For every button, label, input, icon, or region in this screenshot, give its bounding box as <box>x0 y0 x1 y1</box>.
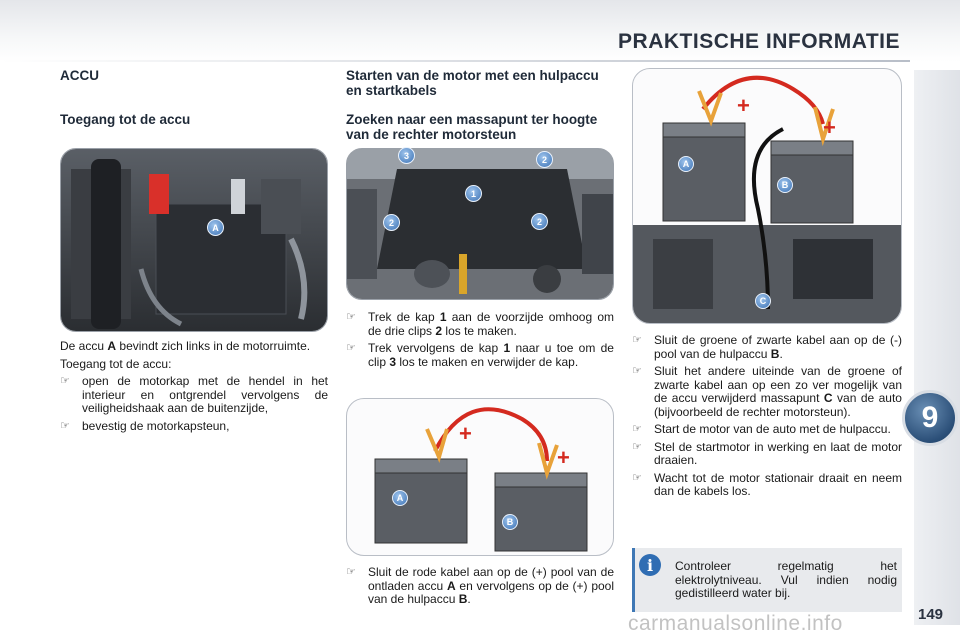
battery-label-a: A <box>678 156 694 172</box>
battery-compartment-photo <box>60 148 328 332</box>
info-note-box: i Controleer regelmatig het elektrolytni… <box>632 548 902 612</box>
text-fragment: Trek de kap <box>368 310 435 324</box>
list-item: ☞ open de motorkap met de hendel in het … <box>60 374 328 416</box>
bold-fragment: B <box>458 592 468 606</box>
section-heading-starten: Starten van de motor met een hulpaccu en… <box>346 68 599 98</box>
bold-fragment: 3 <box>389 354 397 369</box>
list-item-text: Sluit de rode kabel aan op de (+) pool v… <box>368 565 615 607</box>
list-item-text: Sluit het andere uiteinde van de groene … <box>654 364 902 419</box>
text-fragment: Sluit de rode kabel aan op de (+) pool v… <box>368 565 614 593</box>
bold-fragment: B <box>770 346 780 361</box>
list-item: ☞ Sluit de rode kabel aan op de (+) pool… <box>346 565 615 607</box>
text-fragment: Trek vervolgens de kap <box>368 341 499 355</box>
text-fragment: . <box>467 592 471 606</box>
para-battery-location: De accu A bevindt zich links in de motor… <box>60 339 328 354</box>
list-item-text: Sluit de groene of zwarte kabel aan op d… <box>654 333 902 361</box>
chapter-badge[interactable]: 9 <box>902 390 958 446</box>
bold-fragment: 1 <box>439 310 447 324</box>
bullet-marker-icon: ☞ <box>346 311 356 323</box>
page-header-title: PRAKTISCHE INFORMATIE <box>618 30 900 53</box>
clip-label-2-right: 2 <box>531 213 548 230</box>
clip-label-2-top: 2 <box>536 151 553 168</box>
bullet-marker-icon: ☞ <box>632 423 642 435</box>
text-fragment: Sluit de groene of zwarte kabel aan op d… <box>654 333 902 361</box>
watermark: carmanualsonline.info <box>628 612 843 635</box>
list-item: ☞ bevestig de motorkapsteun, <box>60 418 328 434</box>
list-item: ☞ Stel de startmotor in werking en laat … <box>632 439 902 468</box>
list-item-text: Wacht tot de motor stationair draait en … <box>654 470 902 498</box>
svg-text:+: + <box>557 445 570 470</box>
page-number: 149 <box>918 606 944 623</box>
subheading-toegang: Toegang tot de accu <box>60 112 191 127</box>
svg-text:+: + <box>823 115 836 140</box>
col1-body: De accu A bevindt zich links in de motor… <box>60 339 328 437</box>
col2-body-top: ☞ Trek de kap 1 aan de voorzijde omhoog … <box>346 310 614 373</box>
text-fragment: bevindt zich links in de motorruimte. <box>119 339 311 353</box>
bold-fragment: A <box>107 339 117 353</box>
text-fragment: Sluit het andere uiteinde van de groene … <box>654 364 902 405</box>
list-item: ☞ Trek vervolgens de kap 1 naar u toe om… <box>346 341 614 369</box>
battery-label-b: B <box>502 514 518 530</box>
clip-label-2-left: 2 <box>383 214 400 231</box>
text-fragment: los te maken. <box>445 323 517 338</box>
section-heading-accu: ACCU <box>60 68 99 83</box>
list-item: ☞ Start de motor van de auto met de hulp… <box>632 422 902 437</box>
list-item: ☞ Wacht tot de motor stationair draait e… <box>632 470 902 499</box>
bold-fragment: A <box>446 578 456 593</box>
col2-body-bottom: ☞ Sluit de rode kabel aan op de (+) pool… <box>346 565 615 611</box>
bold-fragment: 1 <box>503 341 511 355</box>
bullet-marker-icon: ☞ <box>60 375 70 387</box>
battery-label-a: A <box>207 219 224 236</box>
text-fragment: De accu <box>60 339 105 353</box>
text-fragment: aan de voorzijde omhoog om de drie clips <box>368 310 614 338</box>
bullet-marker-icon: ☞ <box>60 419 70 432</box>
list-item: ☞ Sluit het andere uiteinde van de groen… <box>632 364 902 419</box>
list-item-text: Trek vervolgens de kap 1 naar u toe om d… <box>368 341 614 369</box>
text-fragment: . <box>779 346 783 361</box>
list-item-text: open de motorkap met de hendel in het in… <box>82 374 328 415</box>
list-item: ☞ Trek de kap 1 aan de voorzijde omhoog … <box>346 310 614 338</box>
para-access: Toegang tot de accu: <box>60 356 172 371</box>
bullet-marker-icon: ☞ <box>632 334 642 346</box>
cable-connection-illustration: + + <box>632 68 902 324</box>
bullet-marker-icon: ☞ <box>346 566 356 578</box>
svg-text:+: + <box>737 93 750 118</box>
header-rule <box>0 60 910 62</box>
bullet-marker-icon: ☞ <box>632 440 642 453</box>
text-fragment: los te maken en verwijder de kap. <box>399 354 579 369</box>
svg-text:+: + <box>459 421 472 446</box>
text-fragment: naar u toe om de clip <box>368 341 614 369</box>
bullet-marker-icon: ☞ <box>346 342 356 354</box>
battery-label-b: B <box>777 177 793 193</box>
side-tab-strip <box>914 70 960 625</box>
list-item: ☞ Sluit de groene of zwarte kabel aan op… <box>632 333 902 361</box>
cover-label-1: 1 <box>465 185 482 202</box>
list-item-text: Stel de startmotor in werking en laat de… <box>654 439 902 467</box>
list-item-text: bevestig de motorkapsteun, <box>82 418 230 433</box>
bold-fragment: C <box>823 391 833 405</box>
header-band <box>0 0 960 62</box>
list-item-text: Trek de kap 1 aan de voorzijde omhoog om… <box>368 310 614 338</box>
info-note-text: Controleer regelmatig het elektrolytnive… <box>675 559 897 600</box>
text-fragment: van de auto (bijvoorbeeld de rechter mot… <box>654 391 902 419</box>
ground-point-label-c: C <box>755 293 771 309</box>
info-icon: i <box>639 554 661 576</box>
bullet-marker-icon: ☞ <box>632 471 642 484</box>
text-fragment: en vervolgens op de (+) pool van de hulp… <box>368 578 615 606</box>
col3-body: ☞ Sluit de groene of zwarte kabel aan op… <box>632 333 902 503</box>
bold-fragment: 2 <box>435 323 443 338</box>
subheading-massapunt: Zoeken naar een massapunt ter hoogte van… <box>346 112 598 142</box>
clip-label-3: 3 <box>398 147 415 164</box>
list-item-text: Start de motor van de auto met de hulpac… <box>654 422 891 436</box>
battery-label-a: A <box>392 490 408 506</box>
red-cable-illustration: + + <box>346 398 614 556</box>
engine-cover-photo <box>346 148 614 300</box>
bullet-marker-icon: ☞ <box>632 365 642 377</box>
